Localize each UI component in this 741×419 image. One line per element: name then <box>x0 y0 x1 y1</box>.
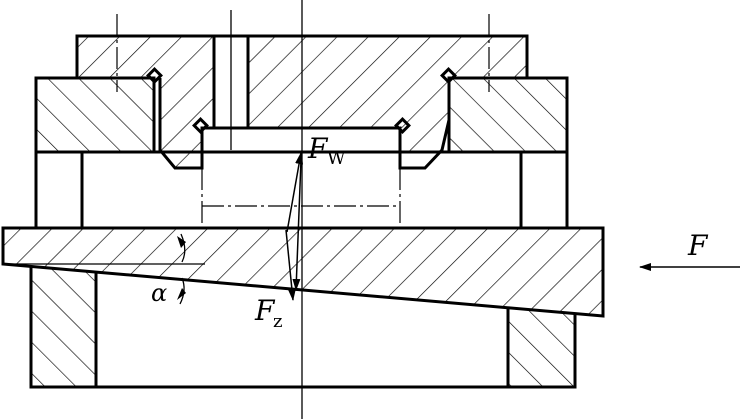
applied-force-label: F <box>687 229 709 262</box>
resultant-arrow <box>292 159 302 291</box>
right-jaw-block <box>447 14 569 154</box>
fz-subscript: z <box>273 311 282 332</box>
lower-support-left <box>29 266 98 389</box>
fz-arrow <box>285 229 296 301</box>
fw-arrow <box>286 152 304 233</box>
lower-support-right <box>506 308 577 389</box>
wedge <box>1 226 605 318</box>
fz-label: F <box>254 294 276 327</box>
fw-subscript: W <box>327 148 346 169</box>
force-vectors <box>285 152 740 301</box>
alpha-label: α <box>151 279 167 307</box>
key-markers <box>146 67 457 134</box>
fw-label: F <box>307 132 329 165</box>
alpha-angle-marker <box>177 233 186 305</box>
